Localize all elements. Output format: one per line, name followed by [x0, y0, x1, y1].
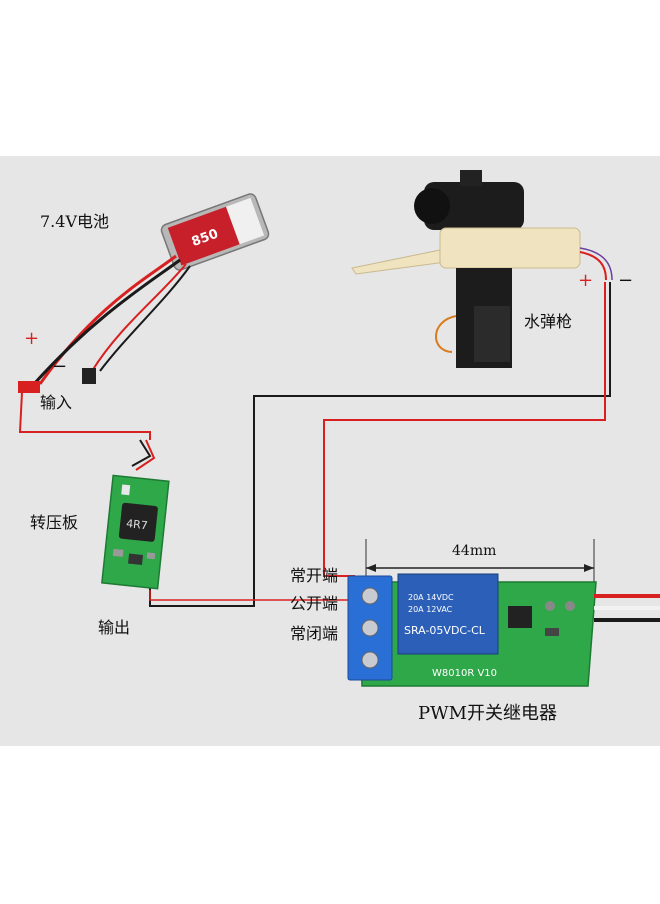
inductor-code: 4R7: [126, 517, 149, 532]
battery-plus-sign: +: [24, 328, 40, 349]
water-gun-label: 水弹枪: [524, 312, 573, 331]
battery: 850: [18, 193, 270, 393]
wiring-diagram: 850 4R7: [0, 156, 660, 746]
no-terminal-label: 常开端: [290, 566, 339, 585]
relay-model: SRA-05VDC-CL: [404, 624, 486, 637]
relay-title: PWM开关继电器: [418, 703, 558, 724]
gun-minus-sign: −: [618, 270, 634, 291]
relay-board: 20A 14VDC 20A 12VAC SRA-05VDC-CL W8010R …: [347, 539, 660, 687]
converter-label: 转压板: [30, 513, 79, 532]
converter-board: 4R7: [101, 439, 170, 590]
nc-terminal-label: 常闭端: [290, 624, 339, 643]
relay-rating-top: 20A 14VDC: [408, 593, 454, 602]
com-terminal-label: 公开端: [290, 594, 339, 613]
battery-minus-sign: −: [52, 356, 68, 377]
relay-rating-mid: 20A 12VAC: [408, 605, 453, 614]
output-label: 输出: [98, 618, 131, 637]
gun-plus-sign: +: [578, 270, 594, 291]
dimension-label: 44mm: [452, 543, 497, 559]
water-gun: [351, 170, 613, 368]
input-label: 输入: [40, 393, 73, 412]
diagram-canvas: 850 4R7: [18, 170, 660, 687]
board-code: W8010R V10: [432, 668, 497, 679]
battery-label: 7.4V电池: [40, 212, 110, 231]
wiring: [18, 282, 611, 607]
